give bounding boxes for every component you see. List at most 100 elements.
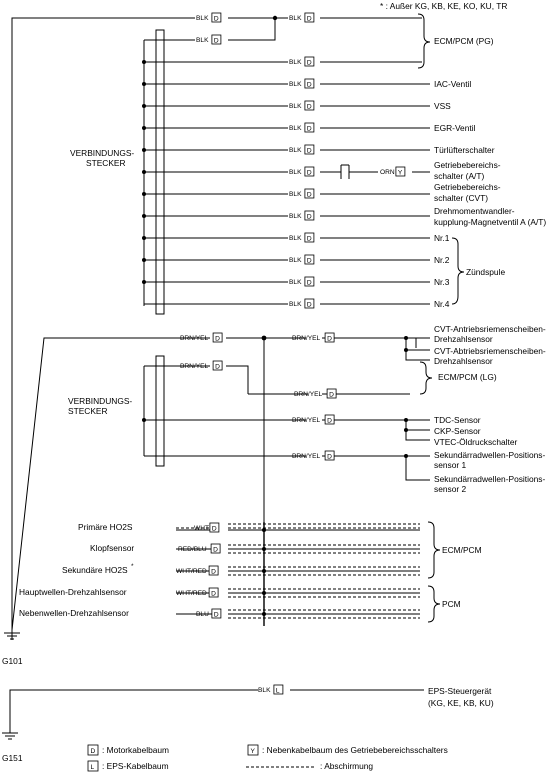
low-whtred-2-wire-color: WHT/RED — [176, 590, 207, 597]
legend-d-letter: D — [91, 748, 96, 755]
top-blk-row-6-harness-box — [304, 166, 315, 177]
top-blk-row-3-harness-box — [304, 100, 315, 111]
legend-y: : Nebenkabelbaum des Getriebebereichssch… — [262, 745, 448, 755]
top-blk-1-harness-letter: D — [214, 16, 219, 23]
mid-brnyel-5-wire-color: BRN/YEL — [292, 417, 321, 424]
label-star: * — [131, 563, 134, 570]
mid-brnyel-5-harness-letter: D — [327, 418, 332, 425]
note: * : Außer KG, KB, KE, KO, KU, TR — [380, 1, 507, 11]
top-blk-3-wire-color: BLK — [196, 37, 209, 44]
label-nr2: Nr.2 — [434, 255, 450, 265]
top-blk-row-3-harness-letter: D — [307, 104, 312, 111]
mid-brnyel-3-harness-letter: D — [215, 364, 220, 371]
mid-brnyel-4-wire-color: BRN/YEL — [294, 391, 323, 398]
top-blk-row-6-harness-letter: D — [307, 170, 312, 177]
label-iac: IAC-Ventil — [434, 79, 471, 89]
top-blk-row-4-harness-box — [304, 122, 315, 133]
eps-blk-harness-letter: L — [276, 688, 280, 695]
connector-mid-2: STECKER — [68, 406, 108, 416]
top-blk-row-11-harness-letter: D — [307, 280, 312, 287]
mid-brnyel-3-wire-color: BRN/YEL — [180, 363, 209, 370]
label-cvt2-2: Drehzahlsensor — [434, 356, 493, 366]
mid-brnyel-4-harness-letter: D — [329, 392, 334, 399]
top-blk-row-12-harness-letter: D — [307, 302, 312, 309]
legend-d-box — [87, 744, 99, 756]
label-range-cvt-2: schalter (CVT) — [434, 193, 488, 203]
top-blk-row-10-harness-letter: D — [307, 258, 312, 265]
low-blu-harness-letter: D — [214, 612, 219, 619]
low-redblu-harness-box — [210, 543, 221, 554]
top-blk-row-5-harness-letter: D — [307, 148, 312, 155]
low-whtred-harness-letter: D — [211, 569, 216, 576]
top-blk-2-harness-letter: D — [307, 16, 312, 23]
label-cvt1-2: Drehzahlsensor — [434, 334, 493, 344]
top-blk-row-1-harness-box — [304, 56, 315, 67]
legend-y-box — [247, 744, 259, 756]
label-vss: VSS — [434, 101, 451, 111]
top-blk-row-5-harness-box — [304, 144, 315, 155]
label-nr3: Nr.3 — [434, 277, 450, 287]
low-wht-harness-box — [209, 522, 220, 533]
top-blk-row-6-wire-color: BLK — [289, 169, 302, 176]
top-blk-row-7-harness-letter: D — [307, 192, 312, 199]
label-ho2s-primary: Primäre HO2S — [78, 522, 133, 532]
top-blk-row-4-wire-color: BLK — [289, 125, 302, 132]
top-blk-1-wire-color: BLK — [196, 15, 209, 22]
label-coil: Zündspule — [466, 267, 505, 277]
legend-shield: : Abschirmung — [320, 761, 373, 771]
top-blk-1-harness-box — [211, 12, 222, 23]
label-eps-1: EPS-Steuergerät — [428, 686, 492, 696]
top-blk-row-2-wire-color: BLK — [289, 81, 302, 88]
top-blk-row-8-harness-letter: D — [307, 214, 312, 221]
top-blk-row-1-wire-color: BLK — [289, 59, 302, 66]
label-ecm-lg: ECM/PCM (LG) — [438, 372, 497, 382]
label-door: Türlüfterschalter — [434, 145, 495, 155]
top-blk-row-4-harness-letter: D — [307, 126, 312, 133]
top-blk-2-harness-box — [304, 12, 315, 23]
label-egr: EGR-Ventil — [434, 123, 476, 133]
label-pcm: PCM — [442, 599, 461, 609]
orn-harness-letter: Y — [398, 170, 403, 177]
label-main-shaft: Hauptwellen-Drehzahlsensor — [19, 587, 127, 597]
top-blk-3-harness-box — [211, 34, 222, 45]
connector-top-2: STECKER — [86, 158, 126, 168]
label-tcc-1: Drehmomentwandler- — [434, 206, 515, 216]
mid-brnyel-6-wire-color: BRN/YEL — [292, 453, 321, 460]
top-blk-row-9-wire-color: BLK — [289, 235, 302, 242]
top-blk-row-3-wire-color: BLK — [289, 103, 302, 110]
eps-blk-harness-box — [273, 684, 284, 695]
mid-brnyel-1-wire-color: BRN/YEL — [180, 335, 209, 342]
top-blk-row-8-wire-color: BLK — [289, 213, 302, 220]
label-nr4: Nr.4 — [434, 299, 450, 309]
mid-brnyel-3-harness-box — [212, 360, 223, 371]
label-sec1-1: Sekundärradwellen-Positions- — [434, 450, 545, 460]
mid-brnyel-6-harness-letter: D — [327, 454, 332, 461]
low-redblu-wire-color: RED/BLU — [178, 546, 207, 553]
label-cvt2-1: CVT-Abtriebsriemenscheiben- — [434, 346, 546, 356]
top-blk-row-7-harness-box — [304, 188, 315, 199]
top-blk-row-11-wire-color: BLK — [289, 279, 302, 286]
low-whtred-harness-box — [208, 565, 219, 576]
mid-brnyel-2-harness-letter: D — [327, 336, 332, 343]
top-blk-row-12-wire-color: BLK — [289, 301, 302, 308]
label-vtec: VTEC-Öldruckschalter — [434, 437, 518, 447]
low-whtred-2-harness-letter: D — [211, 591, 216, 598]
legend-l-box — [87, 760, 99, 772]
mid-brnyel-5-harness-box — [324, 414, 335, 425]
top-blk-row-9-harness-letter: D — [307, 236, 312, 243]
label-sec1-2: sensor 1 — [434, 460, 466, 470]
label-eps-2: (KG, KE, KB, KU) — [428, 698, 494, 708]
top-blk-row-9-harness-box — [304, 232, 315, 243]
top-blk-row-2-harness-letter: D — [307, 82, 312, 89]
legend-d: : Motorkabelbaum — [102, 745, 169, 755]
top-blk-row-12-harness-box — [304, 298, 315, 309]
legend-l: : EPS-Kabelbaum — [102, 761, 169, 771]
label-ecm-pcm: ECM/PCM — [442, 545, 482, 555]
low-redblu-harness-letter: D — [213, 547, 218, 554]
ground-g101: G101 — [2, 656, 23, 666]
label-cvt1-1: CVT-Antriebsriemenscheiben- — [434, 324, 546, 334]
label-nr1: Nr.1 — [434, 233, 450, 243]
label-range-cvt-1: Getriebebereichs- — [434, 182, 501, 192]
mid-brnyel-1-harness-box — [212, 332, 223, 343]
